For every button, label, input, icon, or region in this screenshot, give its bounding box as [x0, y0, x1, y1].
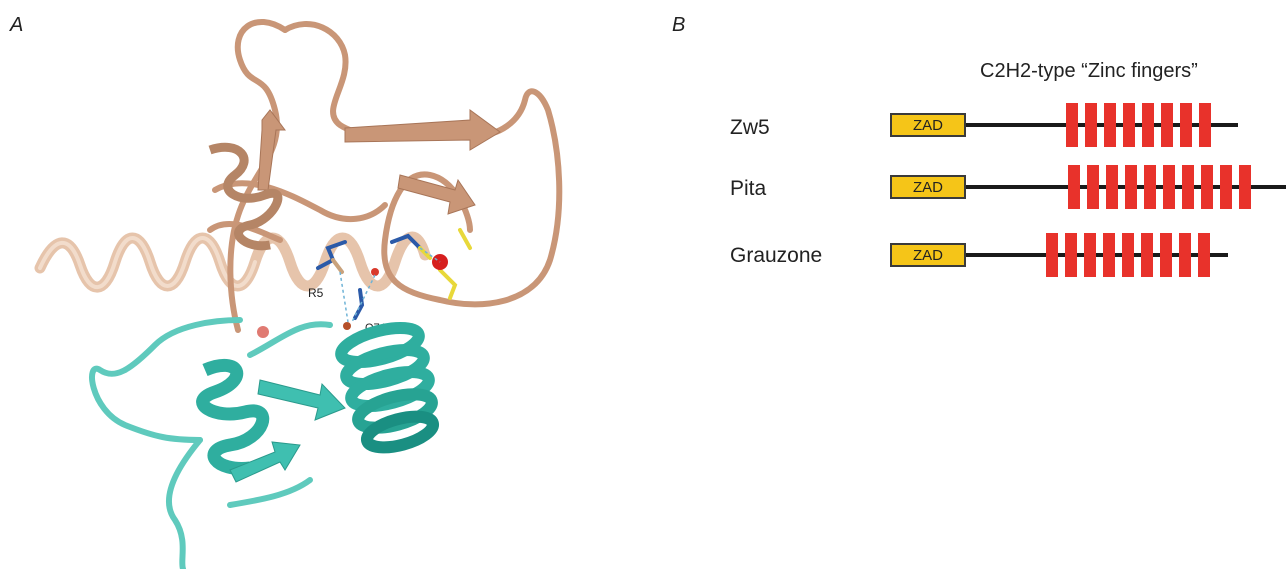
domain-row-zw5: ZAD — [660, 105, 1286, 145]
backbone-line — [966, 123, 1238, 127]
teal-helix-right — [338, 321, 436, 453]
zad-domain: ZAD — [890, 243, 966, 267]
zinc-finger — [1160, 233, 1172, 277]
zinc-finger — [1179, 233, 1191, 277]
zinc-finger — [1103, 233, 1115, 277]
zinc-finger — [1123, 103, 1135, 147]
zad-label: ZAD — [913, 247, 943, 264]
zad-label: ZAD — [913, 117, 943, 134]
zinc-finger — [1104, 103, 1116, 147]
zinc-finger-header: C2H2-type “Zinc fingers” — [980, 60, 1198, 83]
zinc-finger — [1084, 233, 1096, 277]
zinc-finger — [1125, 165, 1137, 209]
zinc-finger — [1220, 165, 1232, 209]
zinc-finger — [1106, 165, 1118, 209]
panel-b-letter: B — [672, 14, 685, 37]
protein-structure-figure: R5 Q74 — [0, 0, 660, 569]
beta-strand-vertical — [258, 110, 285, 190]
teal-strand-arrow — [258, 380, 345, 420]
zinc-finger — [1201, 165, 1213, 209]
zinc-finger — [1066, 103, 1078, 147]
zinc-finger — [1142, 103, 1154, 147]
teal-helix-left — [203, 365, 263, 468]
label-r5: R5 — [308, 286, 324, 300]
zinc-finger — [1065, 233, 1077, 277]
tan-chain — [40, 22, 559, 338]
zinc-finger — [1182, 165, 1194, 209]
zinc-finger — [1198, 233, 1210, 277]
zad-domain: ZAD — [890, 175, 966, 199]
beta-strand-top — [345, 110, 500, 150]
zinc-finger — [1046, 233, 1058, 277]
zinc-finger — [1085, 103, 1097, 147]
zad-domain: ZAD — [890, 113, 966, 137]
domain-row-grauzone: ZAD — [660, 235, 1286, 275]
domain-row-pita: ZAD — [660, 167, 1286, 207]
zinc-finger — [1087, 165, 1099, 209]
panel-a-structure: A — [0, 0, 660, 569]
beta-strand-mid — [398, 175, 475, 214]
zinc-finger — [1199, 103, 1211, 147]
zinc-finger — [1141, 233, 1153, 277]
zinc-finger — [1161, 103, 1173, 147]
teal-chain — [92, 320, 436, 569]
zinc-finger — [1144, 165, 1156, 209]
tan-terminus-marker — [257, 326, 269, 338]
panel-b-domain-architecture: B C2H2-type “Zinc fingers” Zw5 ZAD Pita … — [660, 0, 1286, 569]
zinc-finger — [1180, 103, 1192, 147]
zinc-finger — [1122, 233, 1134, 277]
zinc-finger — [1068, 165, 1080, 209]
panel-a-letter: A — [10, 14, 23, 37]
zad-label: ZAD — [913, 179, 943, 196]
zinc-finger — [1239, 165, 1251, 209]
zinc-finger — [1163, 165, 1175, 209]
